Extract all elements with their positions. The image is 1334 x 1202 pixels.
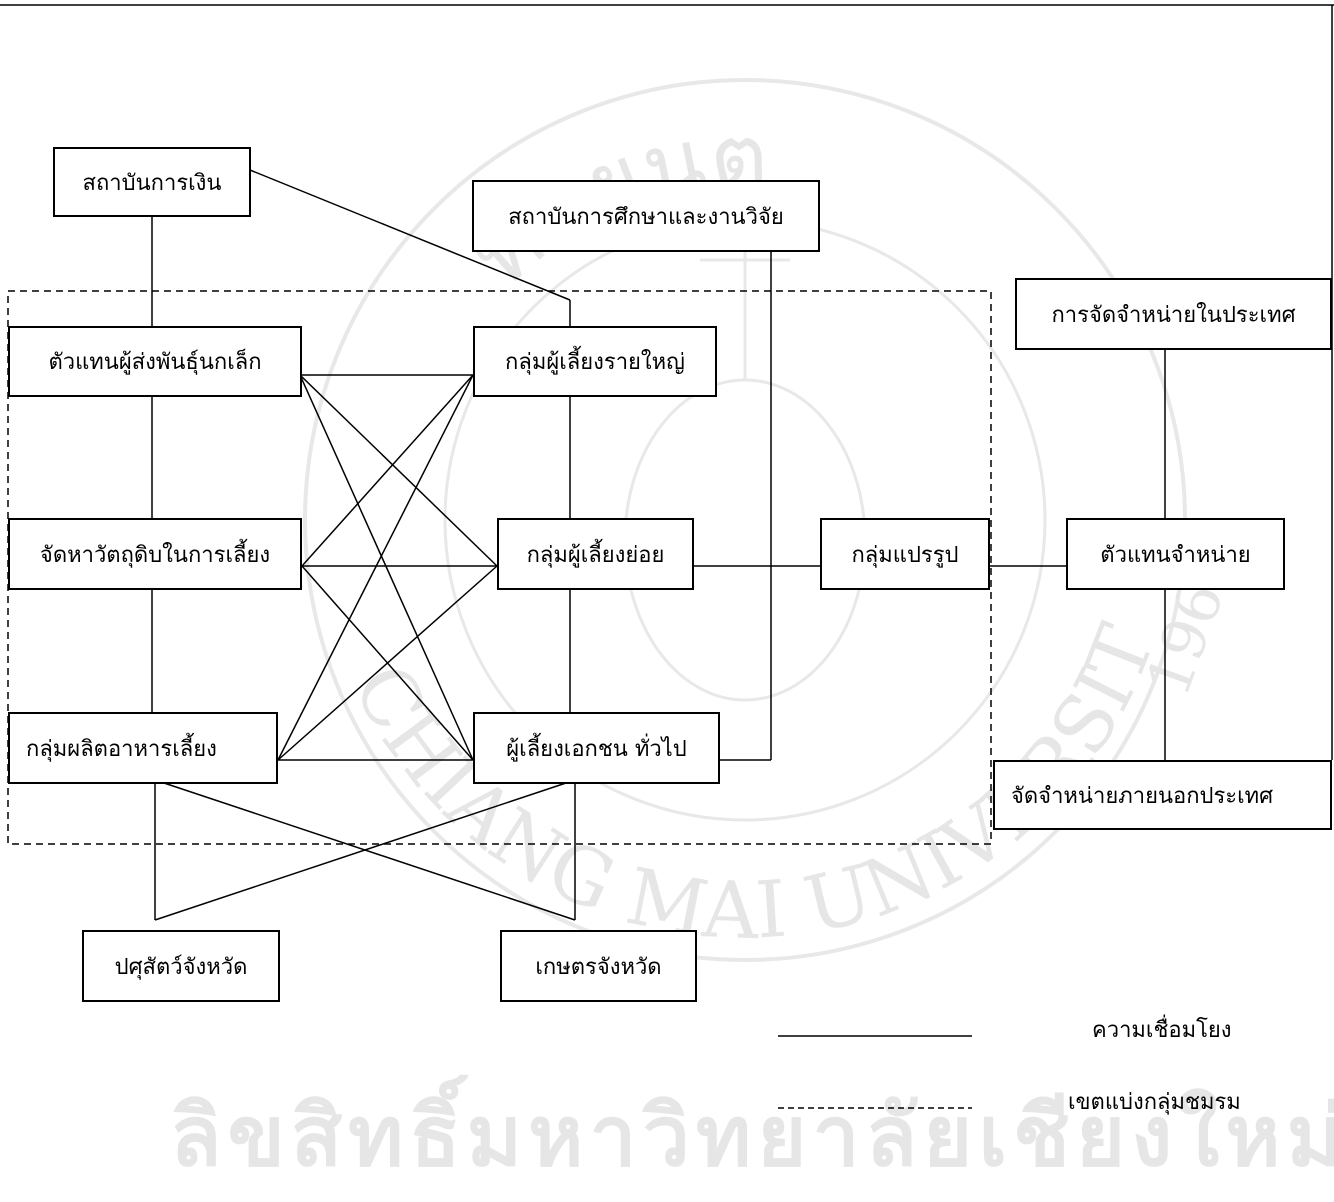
link-feed-large — [277, 374, 474, 761]
large-farmer-group-box: กลุ่มผู้เลี้ยงรายใหญ่ — [473, 326, 717, 397]
legend-solid-label: ความเชื่อมโยง — [1092, 1018, 1232, 1043]
provincial-agriculture-box: เกษตรจังหวัด — [500, 930, 697, 1002]
legend-dashed-label: เขตแบ่งกลุ่มชมรม — [1068, 1090, 1241, 1115]
financial-institution-box: สถาบันการเงิน — [53, 147, 251, 217]
link-finance-large — [249, 169, 571, 301]
domestic-distribution-box: การจัดจำหน่ายในประเทศ — [1015, 278, 1332, 350]
export-distribution-box: จัดจำหน่ายภายนอกประเทศ — [993, 760, 1332, 830]
link-agent-private — [299, 374, 474, 761]
processing-group-box: กลุ่มแปรรูป — [820, 518, 990, 590]
link-feed-agriculture — [154, 779, 576, 921]
link-agent-small — [299, 374, 498, 567]
distribution-agent-box: ตัวแทนจำหน่าย — [1066, 518, 1285, 590]
connection-lines — [0, 4, 1334, 1109]
feed-producer-group-box: กลุ่มผลิตอาหารเลี้ยง — [8, 712, 278, 784]
provincial-livestock-box: ปศุสัตว์จังหวัด — [82, 930, 280, 1002]
link-feed-small — [277, 565, 498, 761]
link-supply-large — [301, 374, 474, 567]
general-private-farmer-box: ผู้เลี้ยงเอกชน ทั่วไป — [473, 712, 720, 784]
chick-breeder-agent-box: ตัวแทนผู้ส่งพันธุ์นกเล็ก — [8, 326, 302, 397]
feed-material-supply-box: จัดหาวัตถุดิบในการเลี้ยง — [8, 518, 302, 590]
education-research-box: สถาบันการศึกษาและงานวิจัย — [472, 180, 820, 252]
small-farmer-group-box: กลุ่มผู้เลี้ยงย่อย — [497, 518, 694, 590]
